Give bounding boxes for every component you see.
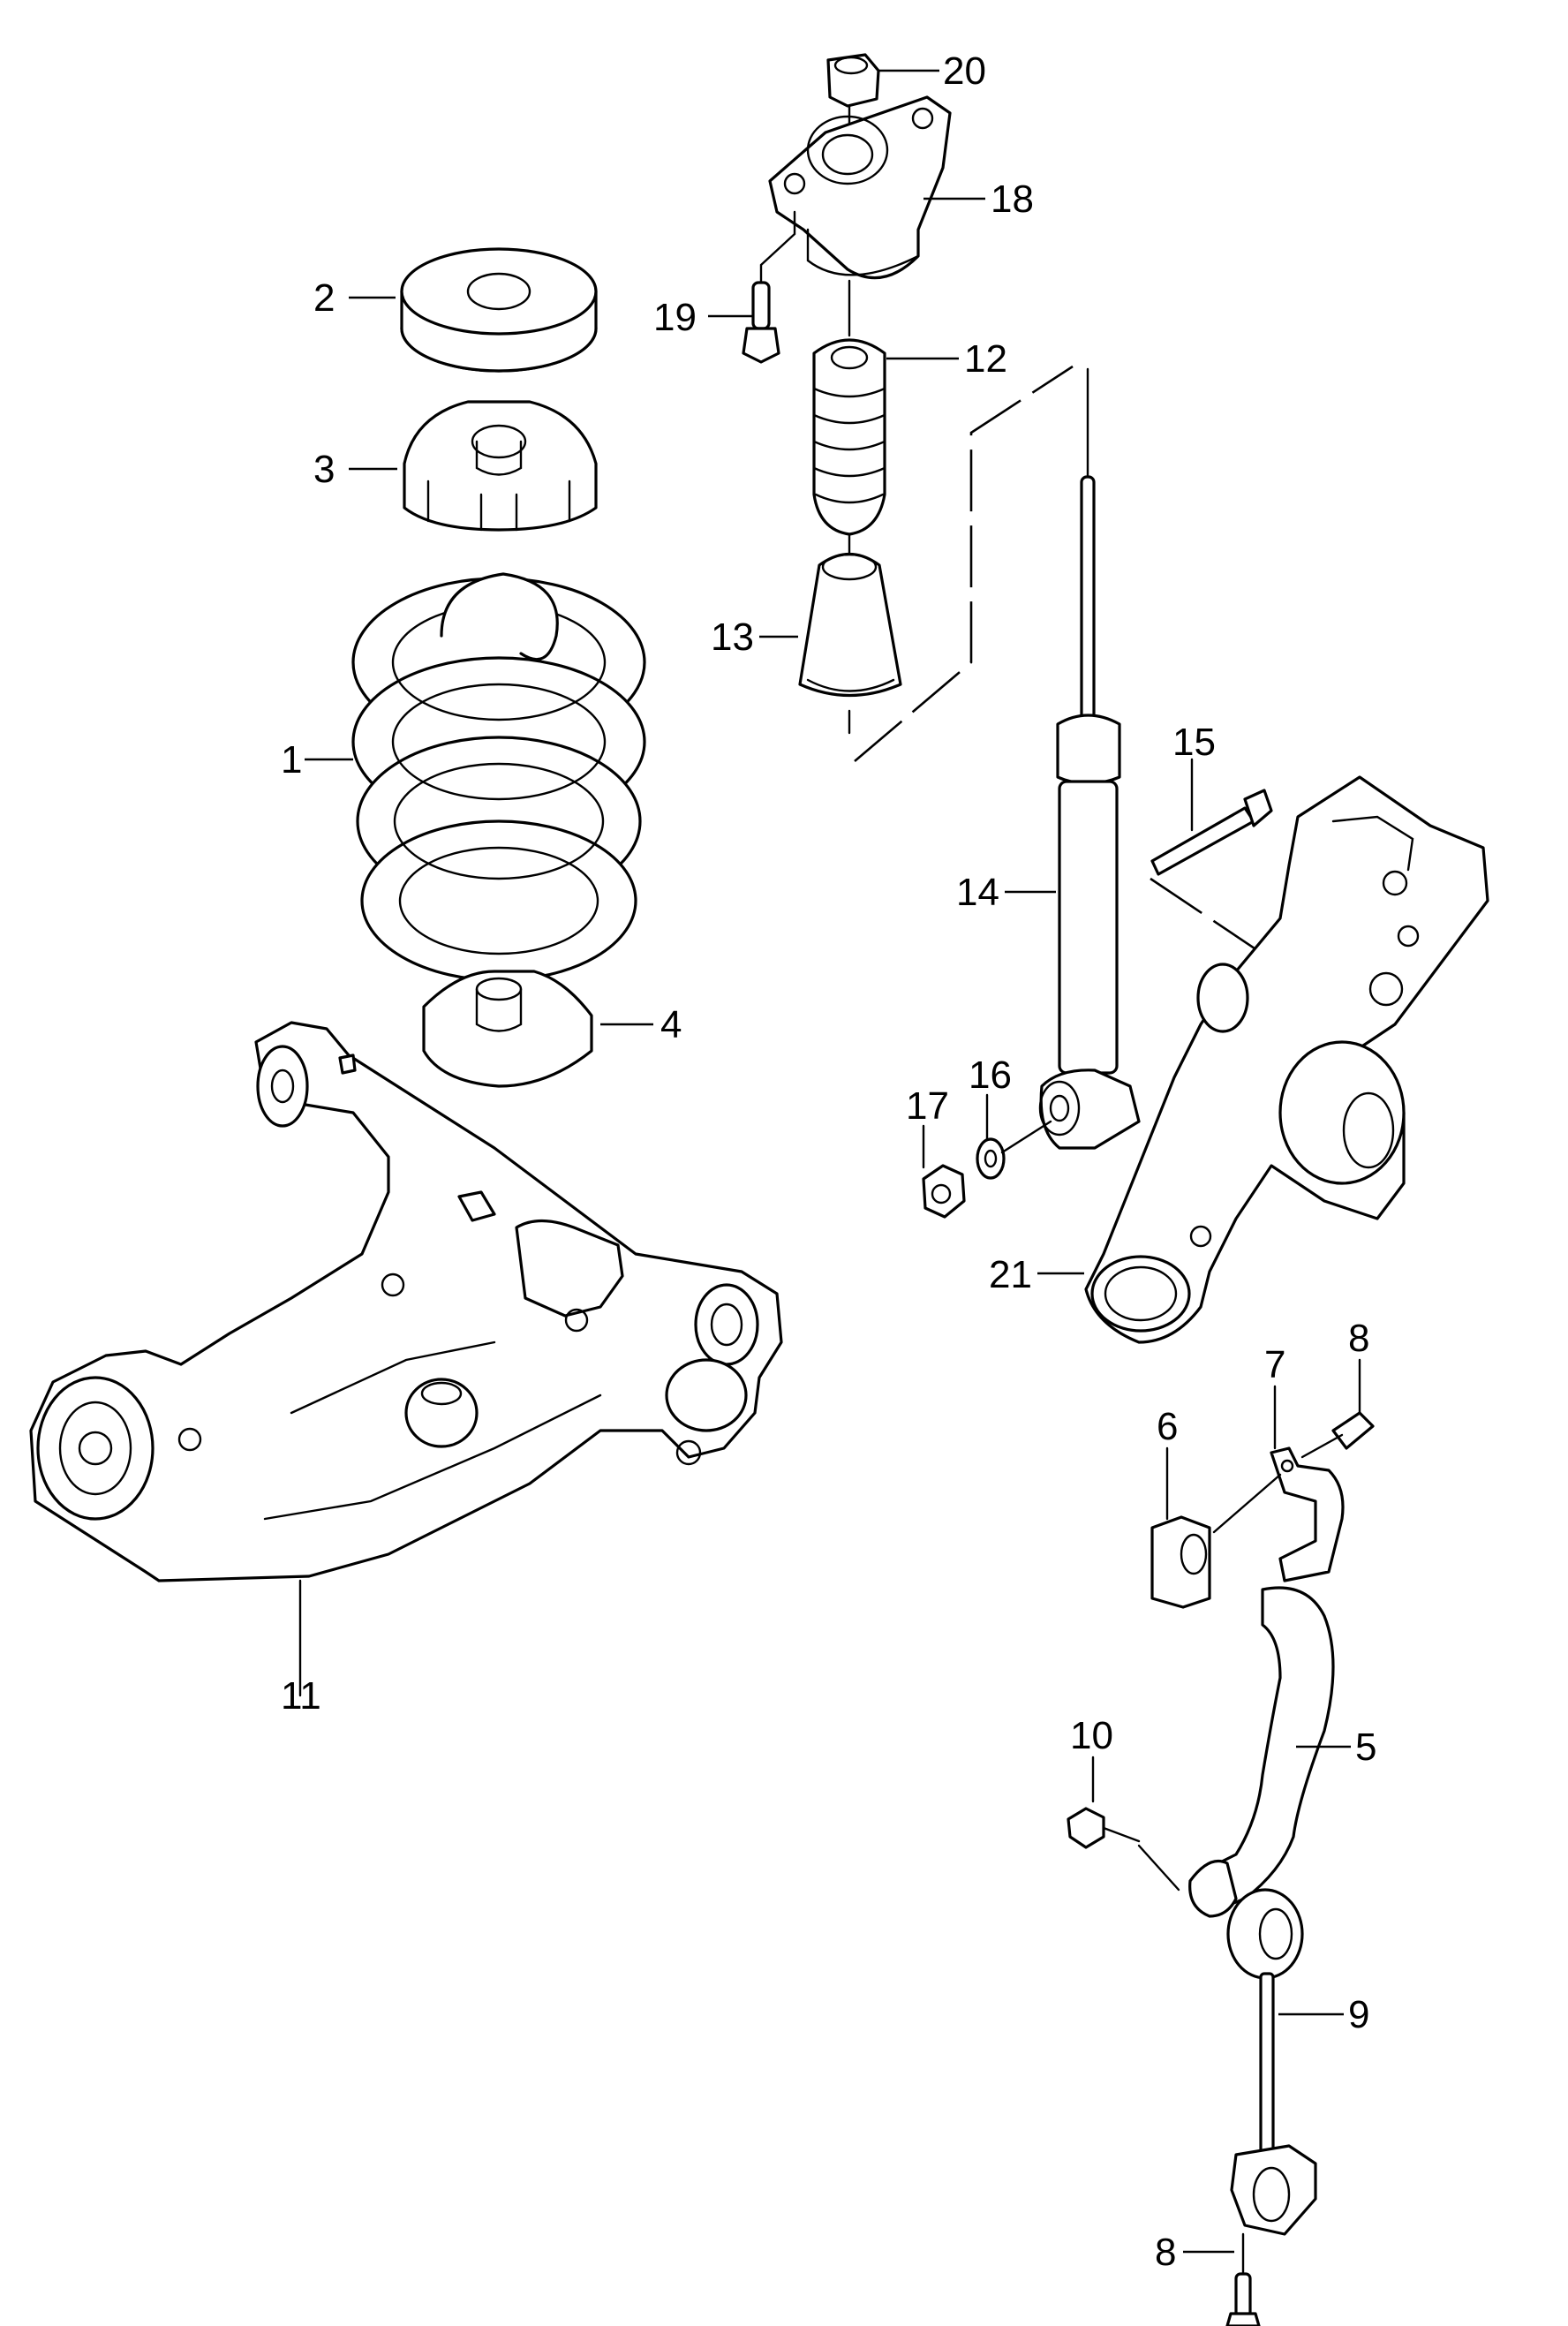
callout-14: 14 xyxy=(956,871,999,914)
callout-16: 16 xyxy=(969,1053,1012,1097)
callout-17: 17 xyxy=(906,1084,949,1128)
spring-seat-part-3[interactable] xyxy=(403,400,598,532)
bolt-part-8-upper[interactable] xyxy=(1300,1358,1375,1459)
callout-8-lower: 8 xyxy=(1155,2231,1176,2274)
shock-absorber-part-14[interactable] xyxy=(1038,475,1141,1150)
control-arm-part-11[interactable] xyxy=(29,1021,783,1697)
callout-1: 1 xyxy=(281,738,302,782)
callout-5: 5 xyxy=(1355,1726,1376,1769)
bolt-part-19[interactable] xyxy=(742,210,796,364)
callout-3: 3 xyxy=(313,448,335,491)
callout-9: 9 xyxy=(1348,1993,1369,2036)
stabilizer-bushing-part-6[interactable] xyxy=(1150,1446,1211,1609)
bracket-clamp-part-7[interactable] xyxy=(1212,1385,1345,1582)
dust-boot-part-13[interactable] xyxy=(798,532,902,735)
callout-10: 10 xyxy=(1070,1714,1113,1757)
callout-8-upper: 8 xyxy=(1348,1317,1369,1360)
coil-spring-part-1[interactable] xyxy=(351,572,646,982)
callout-15: 15 xyxy=(1172,721,1216,764)
callout-11: 11 xyxy=(281,1674,321,1718)
callout-2: 2 xyxy=(313,276,335,320)
callout-6: 6 xyxy=(1157,1405,1178,1448)
callout-13: 13 xyxy=(711,615,754,659)
nut-part-17[interactable] xyxy=(922,1124,966,1219)
bolt-part-10[interactable] xyxy=(1067,1756,1180,1892)
bump-stop-part-12[interactable] xyxy=(812,279,886,536)
strut-mount-part-18[interactable] xyxy=(768,95,952,280)
washer-part-16[interactable] xyxy=(976,1093,1052,1180)
stabilizer-bar-part-5[interactable] xyxy=(1199,1586,1335,1909)
callout-19: 19 xyxy=(653,296,697,339)
callout-7: 7 xyxy=(1264,1343,1285,1386)
bolt-part-8-lower[interactable] xyxy=(1225,2232,1261,2326)
bearing-housing-part-21[interactable] xyxy=(1084,775,1489,1344)
lower-spring-seat-part-4[interactable] xyxy=(422,970,593,1088)
callout-21: 21 xyxy=(989,1253,1032,1296)
callout-12: 12 xyxy=(964,337,1007,381)
callout-20: 20 xyxy=(943,49,986,93)
assembly-dash-line xyxy=(854,365,1074,762)
callout-18: 18 xyxy=(991,177,1034,221)
callout-4: 4 xyxy=(660,1003,682,1046)
spring-pad-part-2[interactable] xyxy=(400,247,598,373)
coupling-rod-part-9[interactable] xyxy=(1188,1859,1317,2236)
